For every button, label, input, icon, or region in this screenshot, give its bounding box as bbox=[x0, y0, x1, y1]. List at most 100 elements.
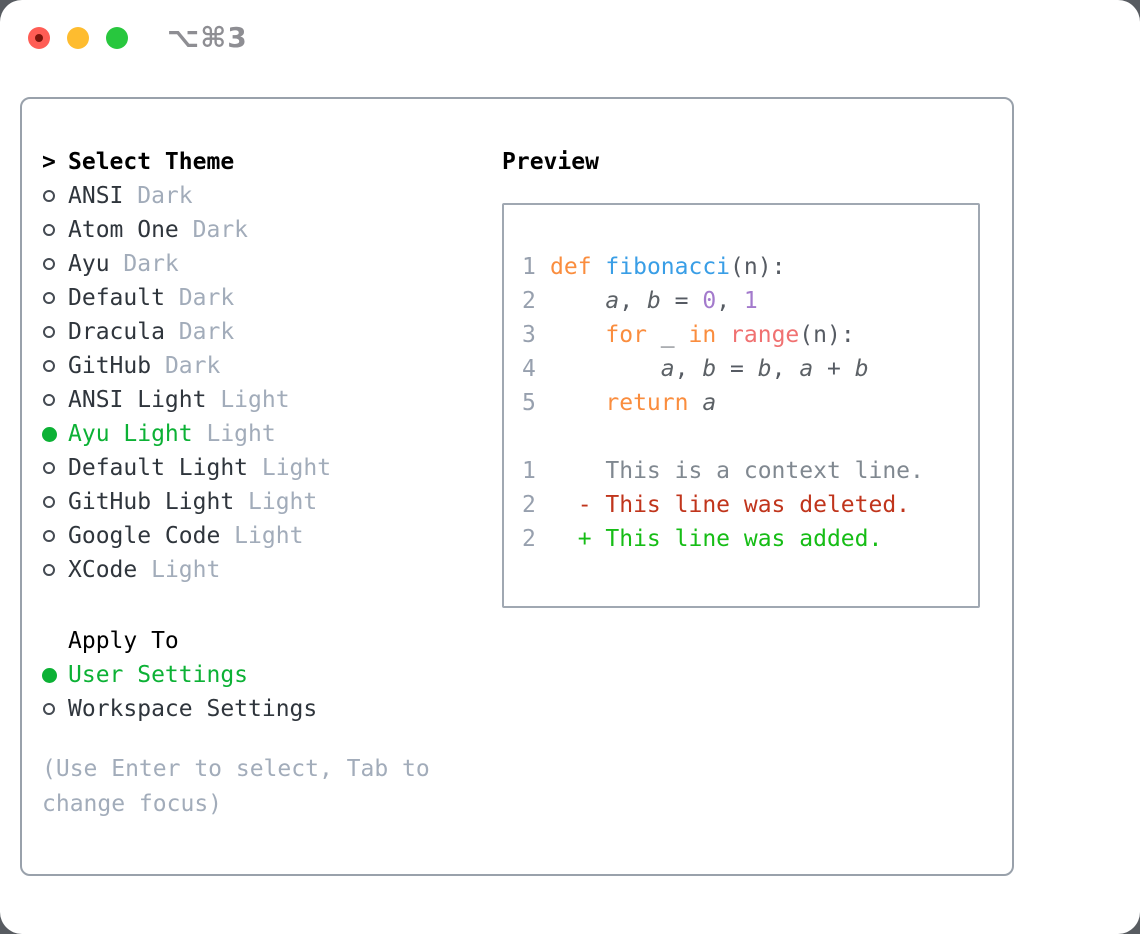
minimize-button[interactable] bbox=[67, 27, 89, 49]
item-label: Atom One bbox=[68, 217, 179, 243]
radio-icon bbox=[42, 564, 68, 576]
theme-item-xcode[interactable]: XCode Light bbox=[42, 553, 492, 587]
theme-item-default-light[interactable]: Default Light Light bbox=[42, 451, 492, 485]
radio-icon bbox=[42, 394, 68, 406]
item-variant-tag: Light bbox=[220, 523, 304, 549]
theme-item-google-code[interactable]: Google Code Light bbox=[42, 519, 492, 553]
theme-item-ansi[interactable]: ANSI Dark bbox=[42, 179, 492, 213]
titlebar: ⌥⌘3 bbox=[0, 0, 1140, 76]
theme-item-dracula[interactable]: Dracula Dark bbox=[42, 315, 492, 349]
code-line: 5 return a bbox=[522, 386, 978, 420]
help-text: (Use Enter to select, Tab to change focu… bbox=[42, 752, 492, 822]
diff-line-content: + This line was added. bbox=[550, 526, 883, 552]
radio-icon bbox=[42, 462, 68, 474]
help-line-2: change focus) bbox=[42, 791, 223, 817]
help-line-1: (Use Enter to select, Tab to bbox=[42, 756, 430, 782]
radio-icon bbox=[42, 190, 68, 202]
item-label: XCode bbox=[68, 557, 138, 583]
radio-icon bbox=[42, 703, 68, 715]
theme-item-ayu-light[interactable]: Ayu Light Light bbox=[42, 417, 492, 451]
line-number: 5 bbox=[522, 390, 536, 416]
selected-radio-icon bbox=[42, 426, 68, 442]
item-variant-tag: Dark bbox=[151, 353, 221, 379]
code-line: 1 def fibonacci(n): bbox=[522, 250, 978, 284]
line-number: 2 bbox=[522, 492, 536, 518]
line-number: 4 bbox=[522, 356, 536, 382]
code-line: 3 for _ in range(n): bbox=[522, 318, 978, 352]
item-variant-tag: Dark bbox=[178, 217, 249, 243]
apply-to-title: Apply To bbox=[68, 628, 179, 654]
theme-item-atom-one[interactable]: Atom One Dark bbox=[42, 213, 492, 247]
item-label: User Settings bbox=[68, 662, 249, 688]
apply-option-workspace-settings[interactable]: Workspace Settings bbox=[42, 692, 492, 726]
code-line: 4 a, b = b, a + b bbox=[522, 352, 978, 386]
theme-item-default[interactable]: Default Dark bbox=[42, 281, 492, 315]
diff-line-content: This is a context line. bbox=[550, 458, 924, 484]
window-shortcut-label: ⌥⌘3 bbox=[167, 21, 248, 54]
item-variant-tag: Light bbox=[248, 455, 332, 481]
item-variant-tag: Dark bbox=[164, 319, 235, 345]
radio-icon bbox=[42, 258, 68, 270]
prompt-icon: > bbox=[42, 149, 56, 175]
apply-to-header: Apply To bbox=[42, 624, 492, 658]
preview-title: Preview bbox=[502, 149, 599, 175]
item-variant-tag: Light bbox=[137, 557, 221, 583]
close-button[interactable] bbox=[28, 27, 50, 49]
radio-icon bbox=[42, 360, 68, 372]
item-label: GitHub bbox=[68, 353, 152, 379]
diff-line-added: 2 + This line was added. bbox=[522, 522, 978, 556]
item-label: Ayu bbox=[68, 251, 110, 277]
item-variant-tag: Dark bbox=[109, 251, 179, 277]
item-variant-tag: Dark bbox=[123, 183, 193, 209]
item-label: Default Light bbox=[68, 455, 249, 481]
diff-line-deleted: 2 - This line was deleted. bbox=[522, 488, 978, 522]
line-number: 3 bbox=[522, 322, 536, 348]
theme-item-github-light[interactable]: GitHub Light Light bbox=[42, 485, 492, 519]
line-number: 1 bbox=[522, 254, 536, 280]
code-line: 2 a, b = 0, 1 bbox=[522, 284, 978, 318]
theme-item-ansi-light[interactable]: ANSI Light Light bbox=[42, 383, 492, 417]
radio-icon bbox=[42, 292, 68, 304]
item-label: Dracula bbox=[68, 319, 165, 345]
zoom-button[interactable] bbox=[106, 27, 128, 49]
preview-blank-line bbox=[522, 420, 978, 454]
item-variant-tag: Light bbox=[234, 489, 318, 515]
item-label: ANSI bbox=[68, 183, 124, 209]
theme-item-github[interactable]: GitHub Dark bbox=[42, 349, 492, 383]
item-label: Ayu Light bbox=[68, 421, 193, 447]
code-line-content: def fibonacci(n): bbox=[550, 254, 786, 280]
selected-radio-icon bbox=[42, 667, 68, 683]
apply-option-user-settings[interactable]: User Settings bbox=[42, 658, 492, 692]
radio-icon bbox=[42, 496, 68, 508]
line-number: 1 bbox=[522, 458, 536, 484]
radio-icon bbox=[42, 326, 68, 338]
line-number: 2 bbox=[522, 526, 536, 552]
item-label: GitHub Light bbox=[68, 489, 235, 515]
item-label: Workspace Settings bbox=[68, 696, 318, 722]
diff-line-content: - This line was deleted. bbox=[550, 492, 911, 518]
diff-line-context: 1 This is a context line. bbox=[522, 454, 978, 488]
item-label: Google Code bbox=[68, 523, 221, 549]
item-label: Default bbox=[68, 285, 165, 311]
code-line-content: a, b = 0, 1 bbox=[605, 288, 758, 314]
diff-preview: 1 This is a context line.2 - This line w… bbox=[522, 454, 978, 556]
select-theme-header: > Select Theme bbox=[42, 145, 492, 179]
radio-icon bbox=[42, 224, 68, 236]
theme-item-ayu[interactable]: Ayu Dark bbox=[42, 247, 492, 281]
line-number: 2 bbox=[522, 288, 536, 314]
item-label: ANSI Light bbox=[68, 387, 207, 413]
code-line-content: for _ in range(n): bbox=[605, 322, 855, 348]
radio-icon bbox=[42, 530, 68, 542]
code-line-content: a, b = b, a + b bbox=[660, 356, 869, 382]
code-line-content: return a bbox=[605, 390, 717, 416]
item-variant-tag: Light bbox=[206, 387, 290, 413]
item-variant-tag: Dark bbox=[164, 285, 235, 311]
